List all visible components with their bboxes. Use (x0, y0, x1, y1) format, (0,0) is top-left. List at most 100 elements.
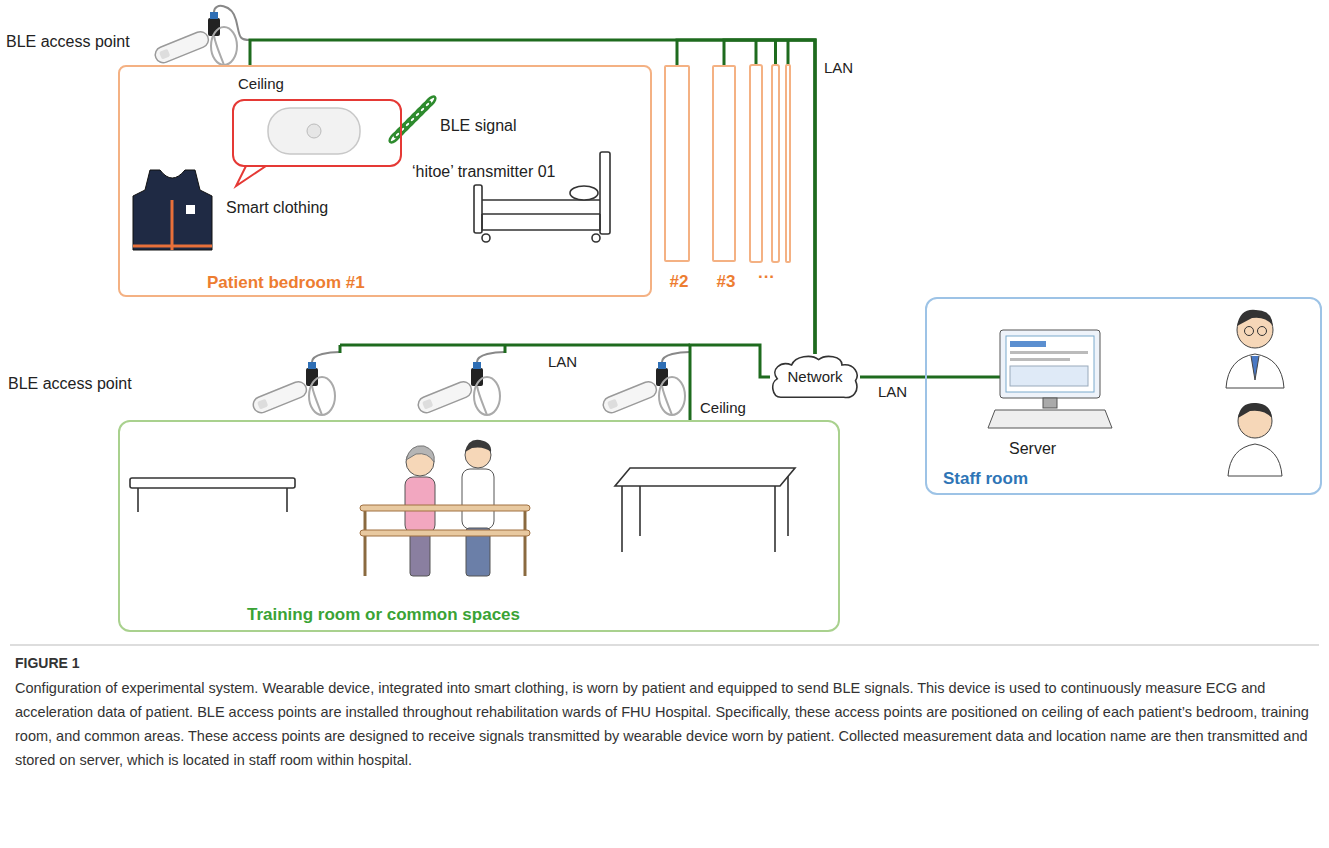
clothing-label-holder: Smart clothing (226, 198, 328, 217)
room-number: #3 (717, 272, 736, 291)
rehab-people-part (360, 530, 530, 536)
bedroom-box: Patient bedroom #1 ‘hitoe’ transmitter 01 (118, 65, 652, 297)
rehab-people-part (360, 505, 530, 511)
bed-part (592, 234, 600, 242)
lan-cable (690, 345, 770, 420)
bench-part (130, 478, 295, 488)
lan-drop (787, 40, 790, 65)
lan-server-line (925, 376, 1000, 379)
training-room-box: Training room or common spaces (118, 420, 840, 632)
rehab-people-part (462, 469, 494, 529)
staff-therapist (1228, 403, 1282, 476)
ble-signal-coil-part (423, 95, 437, 109)
lan-drop (755, 40, 758, 65)
staff-doctor-part (1258, 327, 1267, 336)
lan-drop (504, 345, 507, 353)
server-label-holder: Server (1009, 439, 1056, 458)
staff-room-box: ServerStaff room (925, 297, 1322, 495)
smart-clothing-vest (133, 170, 212, 250)
access-point-icon (251, 362, 335, 415)
more-bedrooms (750, 65, 790, 262)
rehab-people-part (364, 505, 367, 576)
network-label: LAN (824, 59, 853, 76)
table-part (787, 476, 789, 536)
transmitter-callout-art (236, 108, 360, 186)
table-part (639, 486, 641, 536)
staff-therapist-part (1238, 403, 1272, 418)
staff-therapist-part (1228, 444, 1282, 476)
table-part (615, 468, 795, 486)
access-point-icon (153, 12, 237, 65)
rehab-people-part (465, 440, 491, 452)
bench (130, 478, 295, 512)
device-label: BLE access point (6, 33, 130, 50)
room-heading-holder: Staff room (943, 469, 1028, 489)
network-cloud: Network (770, 354, 860, 400)
room-heading-holder: Training room or common spaces (247, 605, 520, 625)
ap-cable (214, 6, 250, 40)
rehab-people-part (410, 532, 430, 576)
signal-label-holder: BLE signal (440, 116, 517, 135)
staff-doctor (1226, 310, 1284, 388)
location-note-holder: Ceiling (238, 74, 284, 93)
bedroom-box: #3 (712, 65, 736, 262)
server-computer-part (988, 410, 1112, 428)
bed-part (478, 200, 602, 214)
ble-signal-coil (388, 95, 437, 144)
staff-doctor-part (1226, 354, 1284, 388)
lan-cable (860, 376, 925, 379)
server-computer-part (1043, 398, 1057, 408)
figure-caption-holder: Configuration of experimental system. We… (15, 676, 1315, 772)
lan-drop (339, 345, 342, 353)
table-part (774, 486, 776, 552)
bed-part (482, 234, 490, 242)
access-point-icon (601, 362, 685, 415)
rehab-people-part (406, 446, 434, 462)
bed-part (570, 186, 598, 200)
transmitter-device (268, 108, 360, 154)
lan-cable (677, 40, 815, 354)
ellipsis-mark: ··· (758, 267, 775, 286)
rehab-people-part (524, 505, 527, 576)
staff-doctor-part (1237, 310, 1273, 326)
smart-clothing-vest-part (171, 200, 174, 250)
bench-part (137, 488, 139, 512)
access-points-bottom (251, 352, 690, 415)
ap-cable (312, 352, 340, 362)
access-point-top (153, 6, 250, 65)
device-name: ‘hitoe’ transmitter 01 (412, 163, 555, 180)
room-number-holder: #2 (652, 272, 706, 292)
figure-title-holder: FIGURE 1 (15, 653, 1315, 672)
bedroom-box (750, 65, 762, 262)
server-computer-part (1000, 330, 1100, 398)
device-button (307, 124, 321, 138)
bedroom-box: #2 (664, 65, 690, 262)
bed-part (600, 152, 610, 234)
ellipsis-mark-holder: ··· (758, 267, 775, 287)
rehab-people (360, 440, 530, 576)
lan-wiring (340, 40, 1000, 377)
network-label-holder: LAN (548, 352, 577, 371)
server-computer-part (1010, 341, 1046, 347)
bedroom-box (772, 65, 779, 262)
clothing-label: Smart clothing (226, 199, 328, 216)
staff-doctor-part (1245, 327, 1254, 336)
ap-cable (477, 352, 505, 362)
server-computer-part (1006, 336, 1094, 392)
room-heading: Patient bedroom #1 (207, 273, 365, 292)
device-label-holder: BLE access point (6, 32, 130, 51)
table (615, 468, 795, 552)
bed-part (474, 185, 482, 233)
device-label: BLE access point (8, 375, 132, 392)
room-number-holder: #3 (699, 272, 753, 292)
table-part (621, 486, 623, 552)
figure-title: FIGURE 1 (15, 655, 80, 671)
location-note-holder: Ceiling (700, 398, 746, 417)
cloud-label-holder: Network (770, 367, 860, 386)
location-note: Ceiling (238, 75, 284, 92)
figure-caption: Configuration of experimental system. We… (15, 680, 1309, 768)
smart-clothing-vest-part (133, 170, 212, 250)
room-number: #2 (670, 272, 689, 291)
room-heading: Staff room (943, 469, 1028, 488)
